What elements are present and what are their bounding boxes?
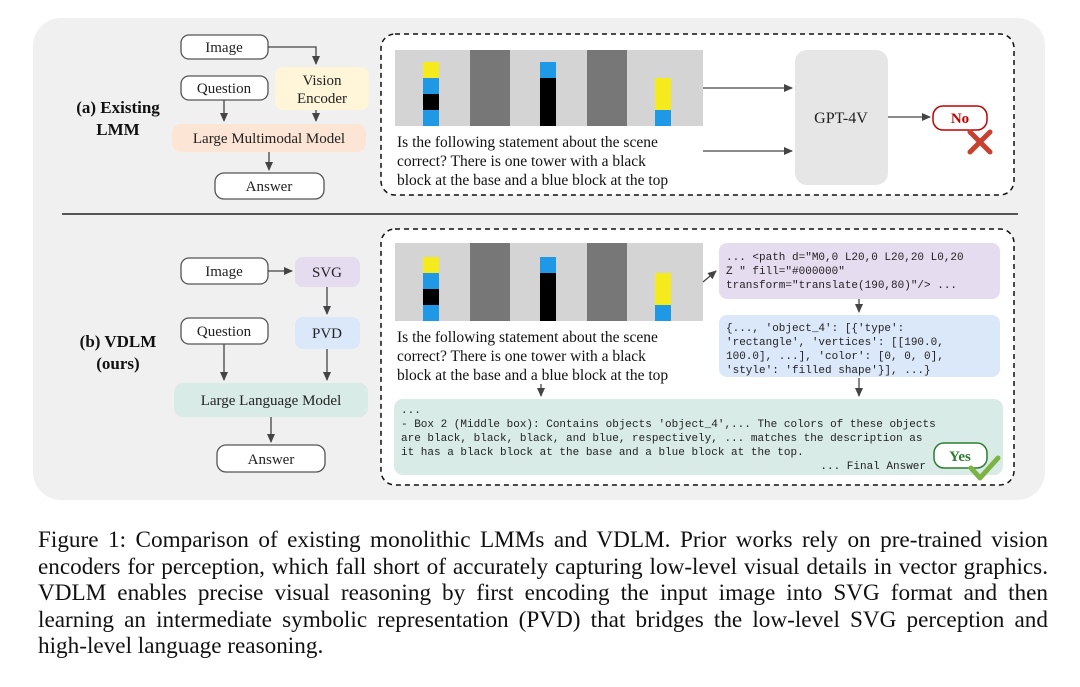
pvd-code-line4: 'style': 'filled shape'}], ...} <box>726 365 931 377</box>
a-question-text-line1: Is the following statement about the sce… <box>397 134 658 151</box>
pvd-node <box>295 317 360 349</box>
b-question-label: Question <box>197 324 252 340</box>
arrow-image-to-svg-code <box>702 270 717 283</box>
svg-node <box>295 257 360 287</box>
b-question-text-line1: Is the following statement about the sce… <box>397 329 658 346</box>
section-b-label-line1: (b) VDLM <box>80 332 157 351</box>
svg-label: SVG <box>312 265 342 281</box>
arrow-image-to-encoder <box>268 46 320 65</box>
b-answer-node <box>216 444 326 473</box>
reasoning-final-answer: ... Final Answer <box>820 461 926 473</box>
section-a-label-line1: (a) Existing <box>76 98 160 117</box>
svg-code-line3: transform="translate(190,80)"/> ... <box>726 280 957 292</box>
b-answer-label: Answer <box>248 452 295 468</box>
a-question-text-line2: correct? There is one tower with a black <box>397 153 646 170</box>
section-a-label-line2: LMM <box>96 120 139 139</box>
pvd-code-line3: 100.0], ...], 'color': [0, 0, 0], <box>726 351 944 363</box>
reasoning-box <box>394 399 1003 475</box>
a-question-label: Question <box>197 81 252 97</box>
a-vision-encoder-node <box>275 67 369 110</box>
reasoning-line3: are black, black, black, and blue, respe… <box>401 433 923 445</box>
pvd-label: PVD <box>312 326 342 342</box>
a-question-text-line3: block at the base and a blue block at th… <box>397 172 668 189</box>
result-no-badge <box>932 105 988 131</box>
cross-icon <box>967 129 993 155</box>
result-no-label: No <box>951 111 969 127</box>
reasoning-line2: - Box 2 (Middle box): Contains objects '… <box>401 419 936 431</box>
a-vision-encoder-line1: Vision <box>302 73 342 89</box>
reasoning-line4: it has a black block at the base and a b… <box>401 447 804 459</box>
a-image-label: Image <box>205 40 243 56</box>
a-lmm-node <box>172 124 366 152</box>
svg-code-box <box>719 243 1000 299</box>
reasoning-line1: ... <box>401 405 421 417</box>
b-question-text-line3: block at the base and a blue block at th… <box>397 367 668 384</box>
svg-code-line2: Z " fill="#000000" <box>726 266 845 278</box>
llm-label: Large Language Model <box>201 393 342 409</box>
gpt4v-node <box>795 50 888 185</box>
pvd-code-line1: {..., 'object_4': [{'type': <box>726 323 904 335</box>
result-yes-label: Yes <box>949 449 971 465</box>
llm-node <box>174 383 368 417</box>
a-answer-node <box>214 172 325 200</box>
b-scene-image <box>395 243 703 321</box>
a-vision-encoder-line2: Encoder <box>297 91 347 107</box>
figure-diagram: (a) Existing LMM Image Question Vision E… <box>62 33 1018 486</box>
result-yes-badge <box>933 442 988 469</box>
pvd-code-box <box>719 315 1000 377</box>
a-lmm-label: Large Multimodal Model <box>193 131 345 147</box>
b-image-label: Image <box>205 264 243 280</box>
pvd-code-line2: 'rectangle', 'vertices': [[190.0, <box>726 337 944 349</box>
section-b-label-line2: (ours) <box>96 354 139 373</box>
gpt4v-label: GPT-4V <box>814 110 868 127</box>
checkmark-icon <box>968 455 1001 481</box>
figure-caption: Figure 1: Comparison of existing monolit… <box>38 527 1048 659</box>
b-question-text-line2: correct? There is one tower with a black <box>397 348 646 365</box>
a-answer-label: Answer <box>246 179 293 195</box>
svg-code-line1: ... <path d="M0,0 L20,0 L20,20 L0,20 <box>726 252 964 264</box>
a-scene-image <box>395 50 703 126</box>
